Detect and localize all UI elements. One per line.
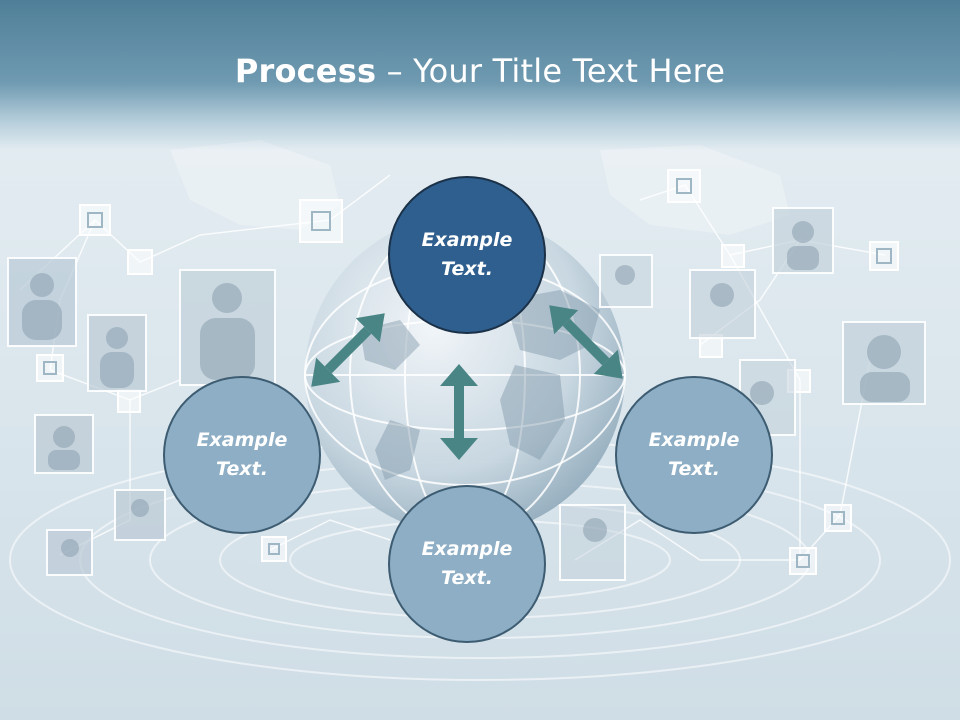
bottom-node-line1: Example: [421, 538, 513, 560]
slide-title: Process – Your Title Text Here: [0, 52, 960, 90]
arrow-center-bottom: [440, 364, 478, 460]
title-rest: – Your Title Text Here: [376, 52, 726, 90]
arrow-center-right: [549, 305, 623, 379]
title-band: [0, 0, 960, 150]
title-bold: Process: [234, 52, 377, 90]
left-node-line1: Example: [196, 429, 288, 451]
arrow-center-left: [311, 313, 385, 387]
left-node-line2: Text.: [216, 458, 268, 480]
center-node-line1: Example: [421, 229, 513, 251]
right-node-line1: Example: [648, 429, 740, 451]
center-node-line2: Text.: [441, 258, 493, 280]
right-node-line2: Text.: [668, 458, 720, 480]
bottom-node-line2: Text.: [441, 567, 493, 589]
